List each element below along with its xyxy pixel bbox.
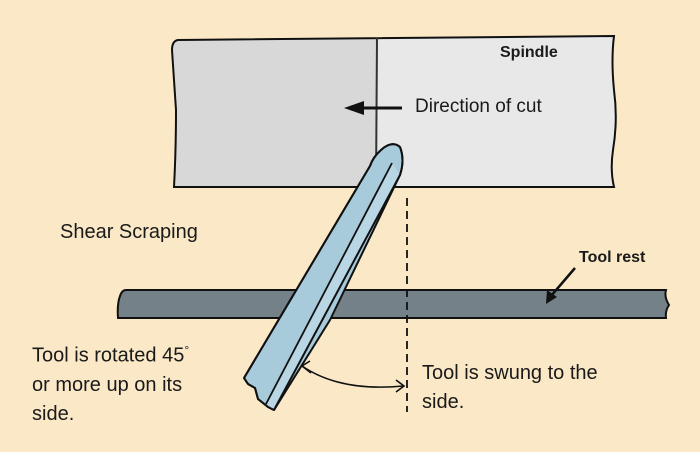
rotated-note-line-1: Tool is rotated 45° xyxy=(32,343,189,368)
direction-arrow-head xyxy=(344,101,364,115)
rotated-note-text: Tool is rotated 45 xyxy=(32,344,185,367)
spindle-label: Spindle xyxy=(500,44,558,61)
scraper-tool-outline xyxy=(243,143,404,411)
tool-rest-bar xyxy=(116,289,671,319)
swung-note-line-1: Tool is swung to the xyxy=(422,362,598,384)
rotated-note-line-3: side. xyxy=(32,403,75,425)
swing-arc-arrowhead-right xyxy=(395,379,406,393)
rotated-note-line-2: or more up on its xyxy=(32,374,183,396)
direction-of-cut-label: Direction of cut xyxy=(415,96,542,117)
swing-angle-arc xyxy=(301,365,404,388)
swing-arc-arrowhead-left xyxy=(300,360,312,374)
swung-note-line-2: side. xyxy=(422,391,465,413)
tool-rest-leader-arrowhead xyxy=(546,290,557,304)
scraper-tool-bevel-line xyxy=(265,162,393,405)
spindle-cut-section xyxy=(172,38,377,187)
spindle-uncut-section xyxy=(376,36,616,187)
diagram-title: Shear Scraping xyxy=(60,221,198,243)
tool-rest-label: Tool rest xyxy=(579,249,646,266)
scraper-tool-edge xyxy=(266,163,400,410)
degree-symbol: ° xyxy=(184,343,190,357)
tool-rest-leader-line xyxy=(550,267,576,297)
